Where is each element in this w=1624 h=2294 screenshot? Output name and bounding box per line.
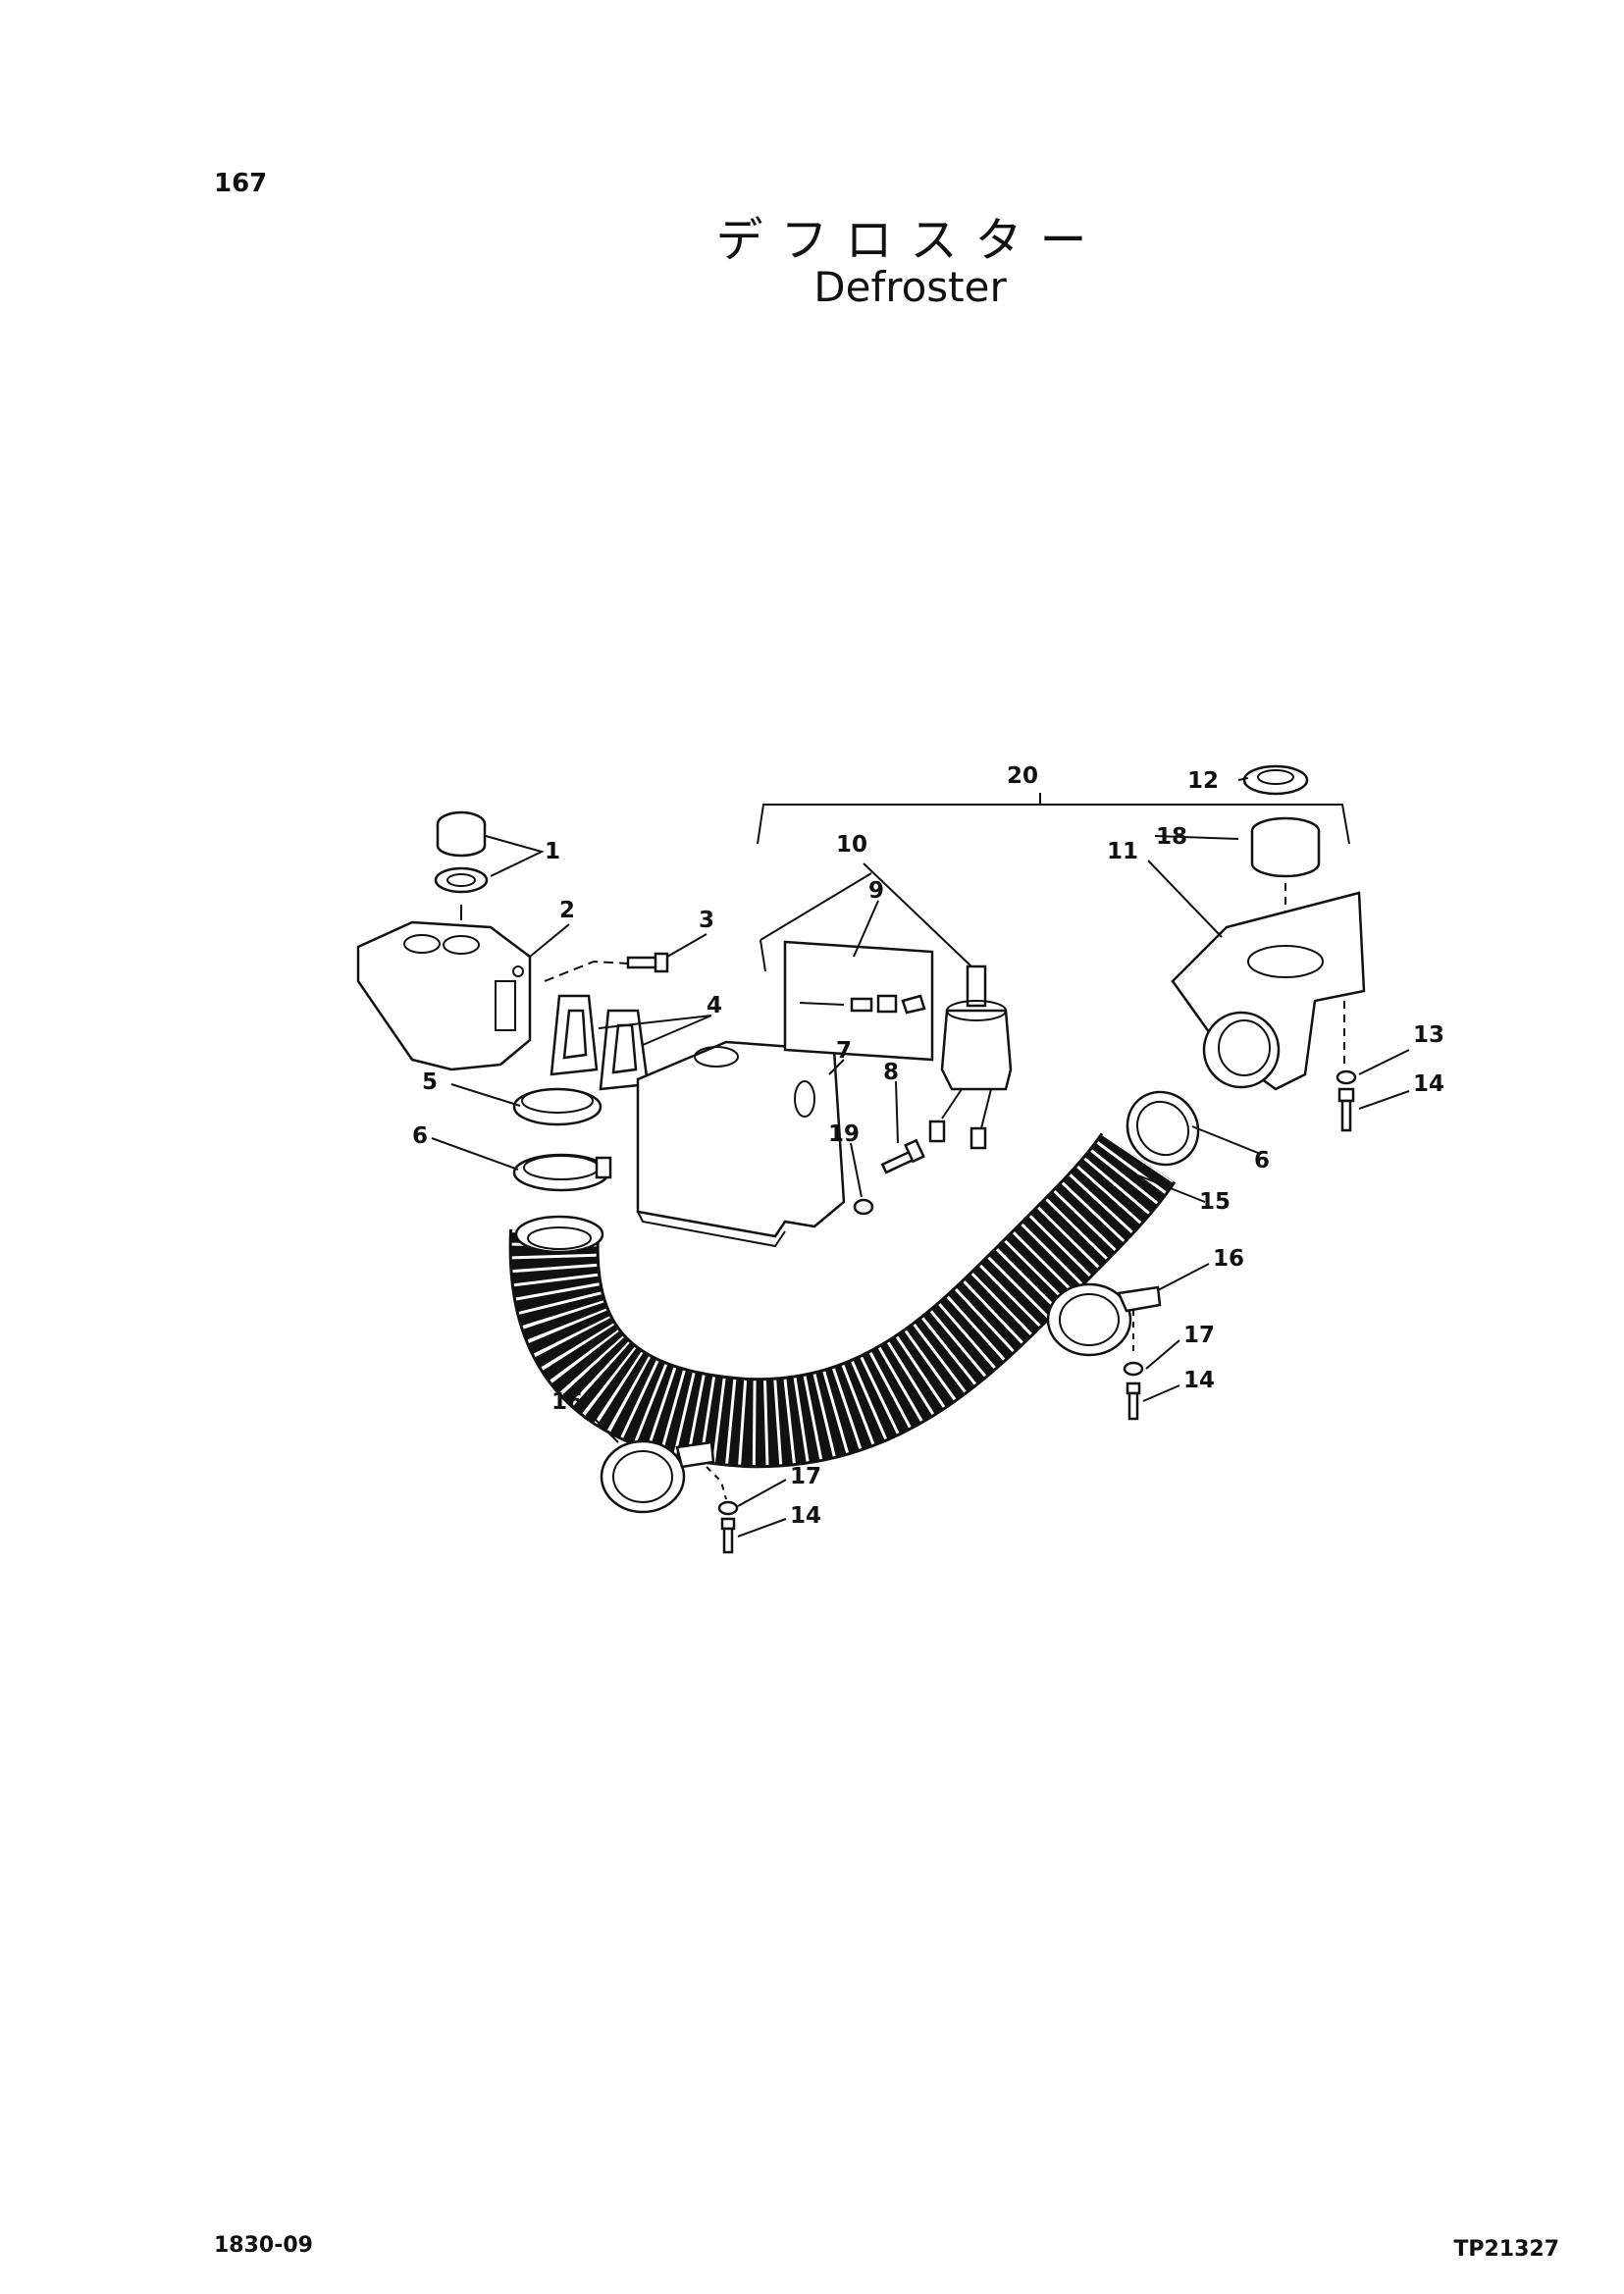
part-5-ring xyxy=(512,1087,602,1126)
callout-16-left: 16 xyxy=(551,1389,583,1415)
part-7-bracket xyxy=(636,1040,846,1248)
part-8-bolt xyxy=(880,1138,925,1174)
part-18-filter xyxy=(1250,816,1321,942)
callout-13: 13 xyxy=(1413,1022,1444,1048)
page-number: 167 xyxy=(214,169,268,198)
part-9-kit xyxy=(760,872,934,1062)
part-16-clamp-right xyxy=(1046,1282,1162,1357)
callout-16: 16 xyxy=(1213,1246,1244,1272)
leader-lines xyxy=(431,777,1410,1538)
footer-reference: TP21327 xyxy=(1453,2237,1559,2262)
part-10-motor xyxy=(928,965,1013,1150)
callout-14-left: 14 xyxy=(790,1503,821,1529)
callout-12: 12 xyxy=(1187,768,1219,794)
callout-11: 11 xyxy=(1107,839,1138,864)
callout-8: 8 xyxy=(883,1060,899,1085)
callout-19: 19 xyxy=(828,1121,860,1147)
part-11-outlet xyxy=(1171,891,1366,1091)
part-3-bolt xyxy=(544,952,669,982)
callout-17: 17 xyxy=(1183,1323,1215,1348)
part-17-washer-left xyxy=(717,1500,739,1516)
part-14-bolt-middle xyxy=(1126,1382,1141,1421)
part-13-washer xyxy=(1336,1069,1357,1085)
part-14-bolt-left xyxy=(720,1517,736,1554)
callout-20: 20 xyxy=(1007,763,1038,789)
callout-5: 5 xyxy=(422,1069,438,1095)
callout-10: 10 xyxy=(836,832,867,858)
callout-2: 2 xyxy=(559,898,575,923)
part-16-clamp-left xyxy=(600,1439,727,1514)
footer-code: 1830-09 xyxy=(214,2233,313,2258)
part-15-hose xyxy=(508,1131,1177,1469)
page-title-japanese: デフロスター xyxy=(715,213,1105,268)
callout-18: 18 xyxy=(1156,824,1187,850)
part-12-nut xyxy=(1242,764,1309,796)
page-title-english: Defroster xyxy=(813,263,1007,311)
callout-7: 7 xyxy=(836,1038,852,1064)
callout-14: 14 xyxy=(1413,1071,1444,1097)
callout-6-right: 6 xyxy=(1254,1148,1270,1173)
callout-15: 15 xyxy=(1199,1189,1231,1215)
part-17-washer-right xyxy=(1123,1361,1144,1377)
callout-3: 3 xyxy=(699,908,714,933)
callout-4: 4 xyxy=(707,993,722,1018)
part-2-housing xyxy=(356,920,532,1071)
part-6-clamp-left xyxy=(512,1153,612,1192)
part-14-bolt-right xyxy=(1337,1087,1355,1132)
callout-6: 6 xyxy=(412,1123,428,1149)
part-20-assembly-bracket xyxy=(757,793,1350,845)
part-1-cap xyxy=(434,810,489,920)
callout-1: 1 xyxy=(545,839,560,864)
callouts: 1 2 3 4 5 6 7 8 9 10 11 12 13 14 15 16 1… xyxy=(412,763,1444,1529)
part-19-washer xyxy=(853,1198,874,1216)
callout-17-left: 17 xyxy=(790,1464,821,1489)
part-6-clamp-right xyxy=(1126,1090,1200,1167)
callout-9: 9 xyxy=(868,878,884,904)
callout-14-middle: 14 xyxy=(1183,1368,1215,1393)
part-4-gaskets xyxy=(550,994,650,1091)
